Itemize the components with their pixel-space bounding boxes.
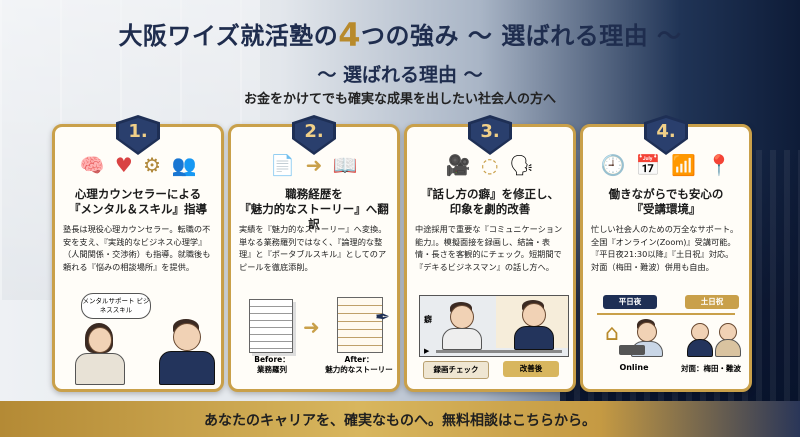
plain-document xyxy=(249,299,293,353)
card-4-title-line1: 働きながらでも安心の xyxy=(608,187,724,201)
card-1-number-badge: 1. xyxy=(116,115,160,155)
document-stack-icon: 📄 xyxy=(270,153,296,177)
online-label: Online xyxy=(619,363,649,372)
improved-speaker-panel xyxy=(496,296,568,350)
card-2-title-line1: 職務経歴を xyxy=(285,187,343,201)
card-1-title: 心理カウンセラーによる 『メンタル＆スキル』指導 xyxy=(61,187,215,217)
weekend-tag: 土日祝 xyxy=(685,295,739,309)
timeline-line xyxy=(597,313,735,315)
card-1-icons: 🧠 ♥ ⚙ 👥 xyxy=(55,153,221,187)
after-label-line2: 魅力的なストーリー xyxy=(325,365,393,374)
home-icon: ⌂ xyxy=(605,321,619,346)
woman-figure xyxy=(69,323,129,385)
card-3-number: 3. xyxy=(480,121,500,142)
speaking-face-icon: 🗣 xyxy=(508,153,535,177)
brain-icon: 🧠 xyxy=(79,153,105,177)
arrow-right-icon: ➜ xyxy=(303,315,320,339)
page-title: 大阪ワイズ就活塾の4つの強み ～ 選ばれる理由 ～ xyxy=(0,16,800,54)
card-4-illustration: 平日夜 土日祝 ⌂ Online 対面：梅田・難波 xyxy=(589,293,743,383)
title-number: 4 xyxy=(338,16,361,54)
improved-tag: 改善後 xyxy=(503,361,559,377)
strength-card-4: 🕘 📅 📶 📍 働きながらでも安心の 『受講環境』 忙しい社会人のための万全なサ… xyxy=(580,124,752,392)
gear-icon: ⚙ xyxy=(143,153,162,177)
card-1-title-line1: 心理カウンセラーによる xyxy=(74,187,202,201)
polished-document xyxy=(337,297,383,353)
card-1-illustration: メンタルサポート ビジネススキル xyxy=(61,293,215,385)
card-1-number: 1. xyxy=(128,121,148,142)
page-tagline: お金をかけてでも確実な成果を出したい社会人の方へ xyxy=(243,92,556,107)
card-2-number-badge: 2. xyxy=(292,115,336,155)
open-book-icon: 📖 xyxy=(332,153,358,177)
pen-icon: ✒ xyxy=(375,307,391,328)
card-3-title: 『話し方の癖』を修正し、 印象を劇的改善 xyxy=(413,187,567,217)
play-icon[interactable]: ▶ xyxy=(424,347,430,355)
location-pin-icon: 📍 xyxy=(706,153,732,177)
card-3-body: 中途採用で重要な『コミュニケーション能力』。模擬面接を録画し、結論・表情・長さを… xyxy=(415,224,563,272)
video-player: 癖 ▶ xyxy=(419,295,569,357)
card-4-icons: 🕘 📅 📶 📍 xyxy=(583,153,749,187)
title-prefix: 大阪ワイズ就活塾の xyxy=(118,22,339,50)
people-icon: 👥 xyxy=(171,153,197,177)
card-4-title-line2: 『受講環境』 xyxy=(631,202,701,216)
before-label: Before： 業務羅列 xyxy=(237,355,307,375)
strength-card-2: 📄 ➜ 📖 職務経歴を 『魅力的なストーリー』へ翻訳 実績を『魅力的なストーリー… xyxy=(228,124,400,392)
strength-card-3: 🎥 ◌ 🗣 『話し方の癖』を修正し、 印象を劇的改善 中途採用で重要な『コミュニ… xyxy=(404,124,576,392)
card-3-title-line2: 印象を劇的改善 xyxy=(449,202,531,216)
speech-bubble: メンタルサポート ビジネススキル xyxy=(81,293,151,319)
before-label-line2: 業務羅列 xyxy=(257,365,287,374)
counselor-figure xyxy=(153,319,219,385)
title-suffix: つの強み ～ 選ばれる理由 ～ xyxy=(360,22,682,50)
recording-check-tag: 録画チェック xyxy=(423,361,489,379)
card-2-title-line2: 『魅力的なストーリー』へ翻訳 xyxy=(239,202,389,231)
after-label: After： 魅力的なストーリー xyxy=(317,355,397,375)
page-subtitle: ～ 選ばれる理由 ～ xyxy=(317,64,483,86)
card-3-title-line1: 『話し方の癖』を修正し、 xyxy=(421,187,559,201)
card-4-number-badge: 4. xyxy=(644,115,688,155)
card-2-illustration: ➜ ✒ Before： 業務羅列 After： 魅力的なストーリー xyxy=(237,293,393,383)
inperson-label: 対面：梅田・難波 xyxy=(681,364,741,373)
card-1-body: 塾長は現役心理カウンセラー。転職の不安を支え、『実践的なビジネス心理学』（人間関… xyxy=(63,224,211,272)
inperson-figures xyxy=(687,321,743,357)
card-3-illustration: 癖 ▶ 録画チェック 改善後 xyxy=(413,293,569,383)
card-3-icons: 🎥 ◌ 🗣 xyxy=(407,153,573,187)
card-3-number-badge: 3. xyxy=(468,115,512,155)
card-4-body: 忙しい社会人のための万全なサポート。全国『オンライン(Zoom)』受講可能。『平… xyxy=(591,224,739,272)
laptop-icon xyxy=(619,345,645,355)
footer-cta-text[interactable]: あなたのキャリアを、確実なものへ。無料相談はこちらから。 xyxy=(204,413,596,429)
heart-icon: ♥ xyxy=(114,153,133,177)
card-4-title: 働きながらでも安心の 『受講環境』 xyxy=(589,187,743,217)
screen-mark: 癖 xyxy=(424,315,432,324)
card-2-title: 職務経歴を 『魅力的なストーリー』へ翻訳 xyxy=(237,187,391,232)
strength-card-1: 🧠 ♥ ⚙ 👥 心理カウンセラーによる 『メンタル＆スキル』指導 塾長は現役心理… xyxy=(52,124,224,392)
weekday-evening-tag: 平日夜 xyxy=(603,295,657,309)
clock-icon: 🕘 xyxy=(600,153,626,177)
card-1-title-line2: 『メンタル＆スキル』指導 xyxy=(69,202,207,216)
wifi-icon: 📶 xyxy=(671,153,697,177)
calendar-icon: 📅 xyxy=(635,153,661,177)
arrow-right-icon: ➜ xyxy=(305,153,323,177)
card-4-number: 4. xyxy=(656,121,676,142)
video-camera-icon: 🎥 xyxy=(445,153,471,177)
footer-banner[interactable] xyxy=(0,401,800,437)
card-2-number: 2. xyxy=(304,121,324,142)
card-2-icons: 📄 ➜ 📖 xyxy=(231,153,397,187)
after-label-line1: After： xyxy=(344,355,374,364)
before-speaker-figure xyxy=(438,302,484,350)
before-label-line1: Before： xyxy=(254,355,290,364)
speech-bubble-text: メンタルサポート ビジネススキル xyxy=(82,297,150,314)
video-progress-bar[interactable] xyxy=(436,350,562,353)
card-2-body: 実績を『魅力的なストーリー』へ変換。単なる業務羅列ではなく、『論理的な整理』と『… xyxy=(239,224,387,272)
speech-wave-icon: ◌ xyxy=(481,153,499,177)
after-speaker-figure xyxy=(510,300,556,350)
